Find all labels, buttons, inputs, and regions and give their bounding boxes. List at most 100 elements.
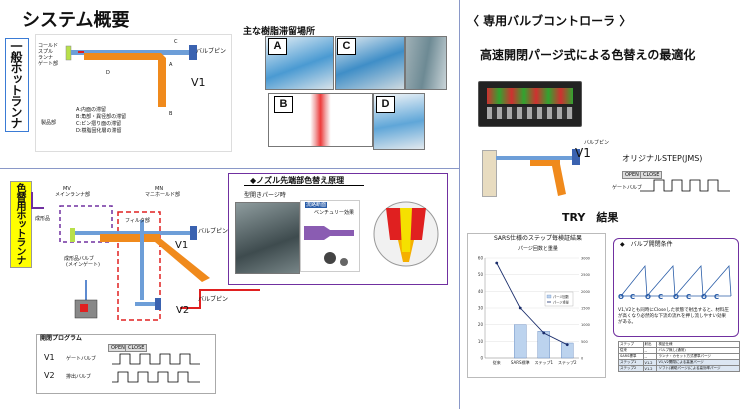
- condition-note: V1,V2とも同時にCloseした状態で射出すると、材料圧が高くなり必然的な下流…: [618, 308, 729, 325]
- x-tick-label: ステップ2: [558, 359, 577, 365]
- controller-image: [478, 81, 582, 127]
- condition-marker: C: [630, 293, 636, 301]
- y-tick-label: 60: [478, 256, 484, 261]
- line-point: [495, 261, 499, 265]
- y2-tick-label: 1000: [581, 323, 590, 327]
- condition-title: ◆ バルブ開閉条件: [620, 241, 673, 248]
- runner-orange: [84, 53, 166, 107]
- v1-label-2: V1: [175, 240, 189, 251]
- molding-valve-sub: (メインゲート): [66, 262, 100, 268]
- step-label: オリジナルSTEP(JMS): [622, 154, 703, 163]
- valve-pin-head-2: [190, 226, 197, 240]
- valve-pin-head: [189, 45, 197, 60]
- v2-rod: [135, 302, 159, 306]
- controller-panel-strip: [487, 88, 573, 104]
- valve-pin-label-2: バルブピン: [198, 228, 229, 235]
- step-wave: [640, 179, 730, 192]
- nozzle-tip-svg: [373, 201, 439, 267]
- chart-panel: [467, 233, 606, 378]
- purple-dashed-box: [59, 205, 113, 243]
- mv-label: MV: [63, 186, 71, 192]
- mold-photo: [235, 202, 300, 274]
- principle-title: ◆ノズル先端部色替え原理: [250, 176, 345, 185]
- y-tick-label: 0: [480, 356, 483, 361]
- point-c: C: [174, 39, 178, 45]
- line-point: [565, 343, 569, 347]
- program-v1: V1: [44, 353, 55, 362]
- y2-tick-label: 500: [581, 340, 588, 344]
- condition-marker: O: [645, 293, 651, 301]
- y2-tick-label: 1500: [581, 307, 590, 311]
- condition-marker: O: [673, 293, 679, 301]
- legend-a: A:内面の滞留: [76, 107, 107, 113]
- y-tick-label: 30: [478, 306, 484, 311]
- label-sprue: スプル: [38, 49, 54, 55]
- controller-valve-pin: バルブピン: [584, 140, 610, 146]
- photo-c2: [405, 36, 447, 90]
- program-v2: V2: [44, 371, 55, 380]
- legend-box: [544, 291, 574, 307]
- x-tick-label: 従来: [493, 359, 501, 365]
- program-title: 開閉プログラム: [40, 335, 82, 342]
- valve-pin-label: バルブピン: [196, 48, 227, 55]
- try-result: TRY 結果: [562, 211, 619, 224]
- condition-panel: [613, 238, 739, 337]
- bar: [561, 342, 574, 359]
- v1-wave: [112, 353, 200, 365]
- photo-a: [265, 36, 334, 90]
- principle-sub: 型開きパージ時: [244, 192, 286, 199]
- point-b: B: [169, 111, 173, 117]
- legend-d: D:樹脂固化層の滞留: [76, 128, 122, 134]
- general-hotrunner-label-box: [5, 38, 29, 132]
- hotrunner-diagram-svg: [65, 45, 197, 107]
- controller-mold-block: [482, 150, 497, 197]
- runner-orange-2: [100, 234, 210, 282]
- tag-c: C: [337, 38, 356, 55]
- y2-tick-label: 3000: [581, 257, 590, 261]
- chart-title: SARS仕様のステップ毎検証結果: [494, 235, 583, 242]
- controller-pin-head: [572, 149, 580, 165]
- v2-pin-head: [155, 298, 161, 310]
- condition-marker: O: [701, 293, 707, 301]
- y-tick-label: 20: [478, 322, 484, 327]
- red-connector: [180, 289, 260, 309]
- controller-headline: 高速開閉パージ式による色替えの最適化: [480, 48, 696, 62]
- vertical-runner: [140, 220, 144, 300]
- condition-sawtooth: [620, 264, 732, 297]
- point-d: D: [106, 70, 110, 76]
- legend-label: パージ重量: [553, 300, 570, 305]
- principle-title-line: [244, 185, 364, 186]
- table-cell: ソフト(補助パージ)による高効率パージ: [656, 365, 740, 372]
- system-overview-title: システム概要: [22, 10, 130, 30]
- mn-name: マニホールド部: [145, 192, 181, 198]
- valve-rod: [71, 50, 191, 55]
- venturi-svg: [304, 226, 354, 266]
- line-point: [542, 331, 546, 335]
- molding-valve-label: 成形品バルブ: [64, 256, 95, 262]
- step-table: ステップ 射出 検証仕様 従来 -- バルブ無し(通常) SARS標準 -- ラ…: [618, 341, 740, 372]
- y-tick-label: 50: [478, 272, 484, 277]
- label-runner: ランナ: [38, 55, 54, 61]
- v2-label: V2: [176, 305, 190, 316]
- nozzle-part: [324, 252, 336, 264]
- legend-b: B:角部・異径部の滞留: [76, 114, 127, 120]
- y2-tick-label: 0: [581, 357, 583, 361]
- venturi-box-label: 流路断面: [305, 202, 328, 208]
- molding-label: 成形品: [35, 216, 51, 222]
- table-cell: V1.2: [642, 365, 658, 372]
- tag-d: D: [376, 96, 395, 113]
- program-v2-sub: 排出バルブ: [66, 374, 92, 380]
- condition-marker: C: [658, 293, 664, 301]
- horizontal-separator: [0, 168, 459, 169]
- label-gate: ゲート部: [38, 61, 59, 67]
- condition-wave-svg: [619, 264, 732, 297]
- legend-label: パージ回数: [553, 294, 570, 299]
- venturi-label: ベンチュリー効果: [314, 210, 355, 216]
- y-tick-label: 40: [478, 289, 484, 294]
- mn-label: MN: [155, 186, 164, 192]
- x-tick-label: SARS標準: [511, 359, 530, 365]
- y2-tick-label: 2000: [581, 290, 590, 294]
- program-wave-svg: [112, 353, 200, 383]
- resin-stagnation-title: 主な樹脂滞留場所: [243, 27, 316, 37]
